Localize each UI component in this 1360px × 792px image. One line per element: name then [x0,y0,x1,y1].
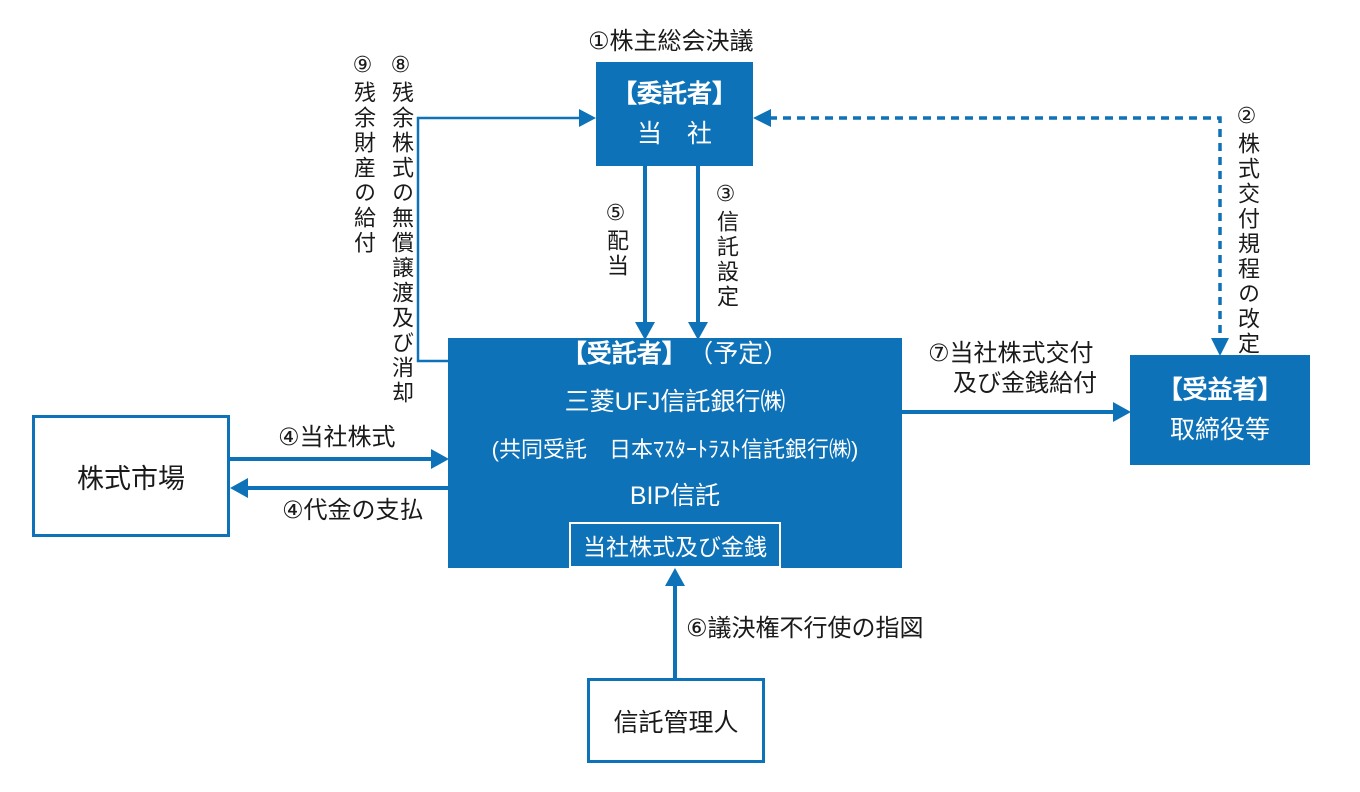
arrow-rules-dashed-elbow [769,116,1222,340]
trustee-assets-box: 当社株式及び金銭 [569,521,781,568]
stock-market-name: 株式市場 [77,463,185,494]
node-trust-administrator: 信託管理人 [587,678,765,763]
arrow-trust-setup-head [688,322,708,340]
label-step1-shareholders-resolution: ①株主総会決議 [588,28,754,55]
node-beneficiary: 【受益者】 取締役等 [1130,355,1310,465]
trust-administrator-name: 信託管理人 [613,708,739,737]
settlor-name: 当 社 [636,120,712,148]
trustee-role: 【受託者】 [561,339,687,368]
label-step8-residual-shares: ⑧残余株式の無償譲渡及び消却 [389,53,414,406]
label-step2-rules-amendment: ②株式交付規程の改定 [1235,104,1260,357]
node-settlor: 【委託者】 当 社 [596,62,753,166]
trustee-title: 【受託者】 （予定） [562,339,789,369]
label-step9-residual-assets: ⑨残余財産の給付 [351,53,376,256]
trustee-note: （予定） [700,339,789,368]
label-step7-delivery: ⑦当社株式交付 及び金銭給付 [928,339,1097,399]
label-step7-line1: ⑦当社株式交付 [928,340,1094,367]
arrow-residual-elbow [416,116,580,363]
arrow-payment-head [230,478,248,498]
trustee-trust-name: BIP信託 [629,481,721,510]
label-step6-voting-instruction: ⑥議決権不行使の指図 [686,615,924,642]
arrow-voting-head [665,568,685,586]
label-step3-trust-setup: ③信託設定 [714,182,739,310]
beneficiary-name: 取締役等 [1169,416,1270,444]
node-stock-market: 株式市場 [32,415,230,537]
trustee-co-trustee: (共同受託 日本ﾏｽﾀｰﾄﾗｽﾄ信託銀行㈱) [491,436,859,462]
trustee-bank: 三菱UFJ信託銀行㈱ [564,387,786,416]
arrow-residual-head [579,109,596,127]
arrow-rules-head-left [753,109,771,127]
arrow-dividend-head [635,322,655,340]
node-trustee: 【受託者】 （予定） 三菱UFJ信託銀行㈱ (共同受託 日本ﾏｽﾀｰﾄﾗｽﾄ信託銀… [448,338,902,568]
arrow-delivery-head [1113,402,1131,422]
label-step4-company-shares: ④当社株式 [278,424,396,451]
arrow-shares-head [431,449,449,469]
label-step4-payment: ④代金の支払 [282,497,424,524]
settlor-role: 【委託者】 [611,80,737,108]
label-step7-line2: 及び金銭給付 [953,370,1097,397]
label-step5-dividend: ⑤配当 [604,201,629,279]
beneficiary-role: 【受益者】 [1157,376,1283,404]
arrow-rules-head-down [1211,338,1229,356]
